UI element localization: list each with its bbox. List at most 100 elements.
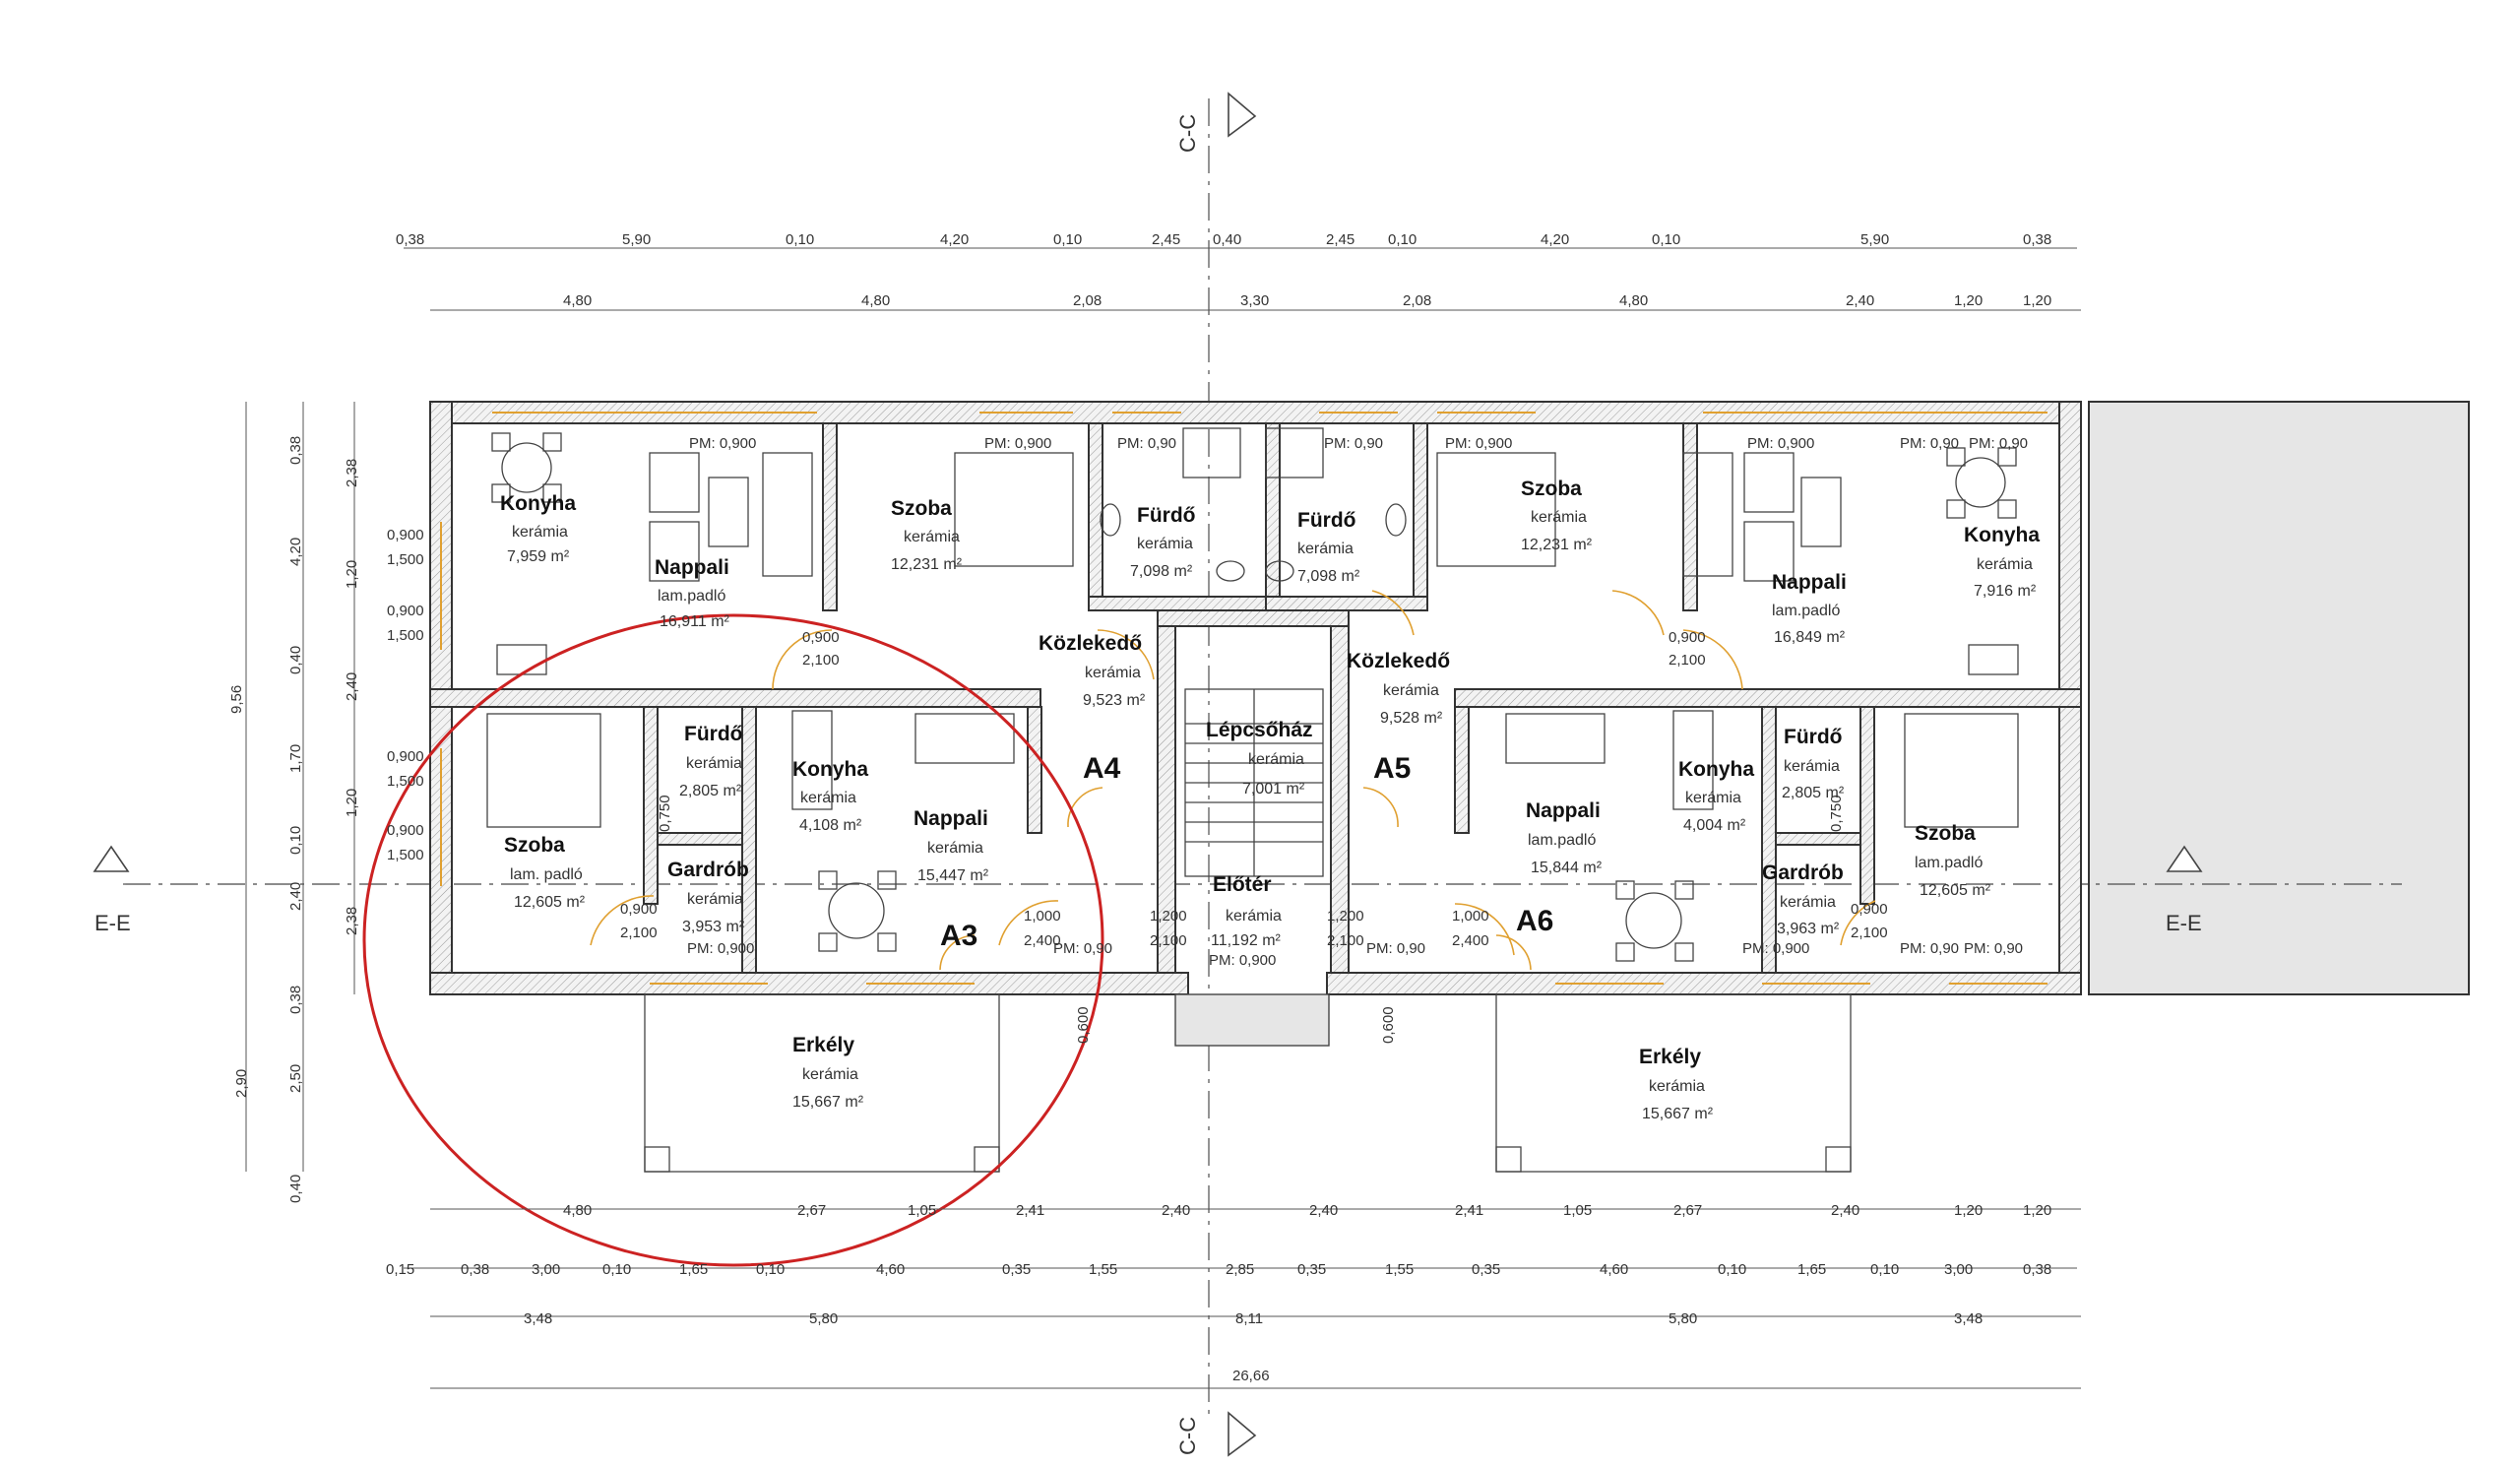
- highlight-circle: [362, 613, 1104, 1267]
- svg-text:1,55: 1,55: [1385, 1261, 1414, 1278]
- svg-text:0,35: 0,35: [1472, 1261, 1500, 1278]
- svg-text:PM: 0,900: PM: 0,900: [687, 940, 754, 957]
- svg-text:Lépcsőház: Lépcsőház: [1206, 719, 1313, 741]
- svg-text:8,11: 8,11: [1235, 1310, 1263, 1327]
- svg-text:1,500: 1,500: [387, 773, 424, 790]
- svg-text:2,40: 2,40: [344, 672, 360, 701]
- svg-text:1,000: 1,000: [1452, 908, 1489, 925]
- svg-text:Nappali: Nappali: [1526, 799, 1601, 822]
- svg-text:12,605 m²: 12,605 m²: [1920, 882, 1991, 899]
- svg-text:PM: 0,90: PM: 0,90: [1324, 435, 1383, 452]
- bottom-dimensions-row1: 4,80 2,67 1,05 2,41 2,40 2,40 2,41 1,05 …: [563, 1202, 2051, 1219]
- svg-text:3,00: 3,00: [1944, 1261, 1973, 1278]
- room-gardrob-bl: Gardrób kerámia 3,953 m²: [667, 859, 749, 935]
- svg-text:2,67: 2,67: [1673, 1202, 1702, 1219]
- svg-text:A4: A4: [1083, 752, 1121, 785]
- svg-text:Gardrób: Gardrób: [1762, 861, 1844, 884]
- pm-labels: PM: 0,900 PM: 0,900 PM: 0,90 PM: 0,90 PM…: [687, 435, 2028, 969]
- svg-text:0,900: 0,900: [1669, 629, 1706, 646]
- svg-text:0,10: 0,10: [1870, 1261, 1899, 1278]
- svg-text:2,38: 2,38: [344, 907, 360, 935]
- svg-text:kerámia: kerámia: [1977, 556, 2033, 573]
- svg-text:15,447 m²: 15,447 m²: [917, 867, 989, 884]
- svg-text:Szoba: Szoba: [891, 497, 952, 520]
- svg-text:7,098 m²: 7,098 m²: [1297, 568, 1360, 585]
- svg-text:2,41: 2,41: [1455, 1202, 1483, 1219]
- svg-text:0,38: 0,38: [461, 1261, 489, 1278]
- svg-text:15,667 m²: 15,667 m²: [1642, 1106, 1714, 1122]
- svg-text:2,40: 2,40: [1846, 292, 1874, 309]
- svg-text:kerámia: kerámia: [1226, 908, 1282, 925]
- room-furdo-t1: Fürdő kerámia 7,098 m²: [1130, 504, 1195, 580]
- room-gardrob-br: Gardrób kerámia 3,963 m²: [1762, 861, 1844, 937]
- windows: [440, 412, 2048, 985]
- svg-text:0,900: 0,900: [620, 901, 658, 918]
- svg-text:1,200: 1,200: [1150, 908, 1187, 925]
- svg-text:1,70: 1,70: [287, 744, 304, 773]
- svg-text:Közlekedő: Közlekedő: [1039, 632, 1142, 655]
- svg-text:kerámia: kerámia: [1649, 1078, 1705, 1095]
- svg-text:0,40: 0,40: [287, 646, 304, 674]
- svg-text:kerámia: kerámia: [687, 891, 743, 908]
- svg-text:16,849 m²: 16,849 m²: [1774, 629, 1846, 646]
- svg-text:kerámia: kerámia: [1137, 536, 1193, 552]
- svg-text:2,100: 2,100: [1150, 932, 1187, 949]
- svg-text:0,10: 0,10: [756, 1261, 785, 1278]
- svg-text:2,08: 2,08: [1403, 292, 1431, 309]
- bottom-dimensions-row3: 3,48 5,80 8,11 5,80 3,48 26,66: [524, 1310, 1983, 1384]
- svg-text:PM: 0,90: PM: 0,90: [1969, 435, 2028, 452]
- svg-text:PM: 0,90: PM: 0,90: [1900, 435, 1959, 452]
- room-furdo-br: Fürdő kerámia 2,805 m²: [1782, 726, 1845, 801]
- svg-text:kerámia: kerámia: [1383, 682, 1439, 699]
- svg-text:2,400: 2,400: [1452, 932, 1489, 949]
- svg-text:0,40: 0,40: [287, 1175, 304, 1203]
- svg-text:1,55: 1,55: [1089, 1261, 1117, 1278]
- svg-text:4,80: 4,80: [861, 292, 890, 309]
- svg-text:2,90: 2,90: [233, 1069, 250, 1098]
- room-nappali-br: Nappali lam.padló 15,844 m²: [1526, 799, 1603, 876]
- svg-text:Szoba: Szoba: [1915, 822, 1976, 845]
- section-marker-ee-right: E-E: [2166, 845, 2203, 935]
- svg-text:1,65: 1,65: [1797, 1261, 1826, 1278]
- svg-text:4,80: 4,80: [563, 1202, 592, 1219]
- svg-text:Erkély: Erkély: [1639, 1046, 1701, 1068]
- svg-text:1,20: 1,20: [2023, 292, 2051, 309]
- section-marker-cc-bottom: C-C: [1175, 1411, 1257, 1457]
- room-furdo-bl: Fürdő kerámia 2,805 m²: [679, 723, 742, 799]
- svg-text:4,80: 4,80: [1619, 292, 1648, 309]
- section-marker-ee-left: E-E: [93, 845, 131, 935]
- svg-text:1,20: 1,20: [2023, 1202, 2051, 1219]
- svg-text:Fürdő: Fürdő: [684, 723, 742, 745]
- svg-text:lam. padló: lam. padló: [510, 866, 583, 883]
- svg-text:2,40: 2,40: [1162, 1202, 1190, 1219]
- svg-text:4,80: 4,80: [563, 292, 592, 309]
- svg-text:lam.padló: lam.padló: [1528, 832, 1596, 849]
- svg-text:0,900: 0,900: [387, 527, 424, 543]
- svg-text:7,001 m²: 7,001 m²: [1242, 781, 1305, 797]
- svg-text:lam.padló: lam.padló: [1772, 603, 1840, 619]
- svg-text:kerámia: kerámia: [927, 840, 983, 857]
- svg-text:9,56: 9,56: [228, 685, 245, 714]
- furniture: [486, 427, 2019, 962]
- svg-text:2,50: 2,50: [287, 1064, 304, 1093]
- svg-text:5,80: 5,80: [1669, 1310, 1697, 1327]
- svg-text:Erkély: Erkély: [792, 1034, 854, 1056]
- room-nappali-bl: Nappali kerámia 15,447 m²: [914, 807, 989, 884]
- room-konyha-tr: Konyha kerámia 7,916 m²: [1964, 524, 2040, 600]
- svg-text:1,20: 1,20: [344, 789, 360, 817]
- svg-text:kerámia: kerámia: [1780, 894, 1836, 911]
- svg-text:Szoba: Szoba: [504, 834, 565, 857]
- svg-text:4,60: 4,60: [1600, 1261, 1628, 1278]
- svg-text:2,805 m²: 2,805 m²: [1782, 785, 1845, 801]
- svg-text:kerámia: kerámia: [512, 524, 568, 541]
- svg-text:2,100: 2,100: [1669, 652, 1706, 669]
- room-szoba-t2: Szoba kerámia 12,231 m²: [1521, 478, 1593, 553]
- svg-text:2,100: 2,100: [1327, 932, 1364, 949]
- svg-text:0,10: 0,10: [786, 231, 814, 248]
- room-lepcsohaz: Lépcsőház kerámia 7,001 m²: [1206, 719, 1313, 797]
- svg-text:0,900: 0,900: [1851, 901, 1888, 918]
- svg-text:16,911 m²: 16,911 m²: [660, 613, 730, 630]
- svg-text:0,10: 0,10: [1718, 1261, 1746, 1278]
- svg-text:kerámia: kerámia: [1531, 509, 1587, 526]
- svg-text:1,05: 1,05: [1563, 1202, 1592, 1219]
